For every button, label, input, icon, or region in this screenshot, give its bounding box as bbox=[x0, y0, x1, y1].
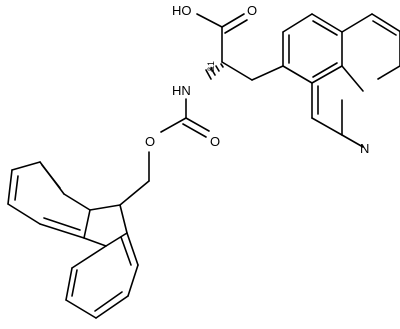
bond-f5-d bbox=[105, 232, 128, 247]
bond-iq-b2d bbox=[372, 20, 397, 36]
bonds bbox=[7, 13, 400, 319]
bond-carbamate-o-double-a bbox=[185, 117, 210, 132]
bond-iq-a3 bbox=[311, 13, 343, 33]
bond-ch2-fluorenyl bbox=[119, 180, 150, 206]
carbamate-carbonyl-oxygen-label: O bbox=[210, 134, 220, 149]
bond-fb-2 bbox=[127, 264, 139, 297]
bond-fb-3 bbox=[95, 295, 129, 319]
bond-iq-c2 bbox=[311, 117, 343, 136]
bond-fb-3d bbox=[94, 291, 123, 312]
bond-fb-5d bbox=[71, 269, 78, 297]
amine-label: HN bbox=[172, 83, 191, 98]
bond-f5-e bbox=[83, 237, 107, 247]
atom-labels: HO O &1 HN O O N bbox=[145, 3, 369, 156]
bond-alpha-ch2 bbox=[221, 61, 253, 81]
ring-nitrogen-label: N bbox=[360, 141, 369, 156]
bond-fb-5 bbox=[65, 267, 73, 301]
hydroxyl-label: HO bbox=[172, 3, 192, 18]
bond-fb-6 bbox=[71, 245, 107, 269]
stereo-hash-bond bbox=[205, 63, 224, 80]
ester-oxygen-label: O bbox=[145, 134, 155, 149]
bond-iq-a6 bbox=[282, 65, 313, 84]
bond-iq-a5 bbox=[311, 65, 343, 84]
acid-carbonyl-oxygen-label: O bbox=[247, 3, 257, 18]
bond-fa-6d bbox=[43, 217, 81, 231]
bond-f5-a bbox=[89, 204, 121, 211]
bond-carbamate-ester-o bbox=[160, 117, 187, 133]
bond-fb-1d bbox=[120, 236, 132, 266]
bond-iq-b1 bbox=[341, 13, 373, 33]
bond-ch2-ring bbox=[251, 65, 284, 81]
bond-fa-1 bbox=[63, 193, 91, 211]
bond-iq-c3 bbox=[341, 134, 364, 148]
bond-fa-4 bbox=[7, 169, 13, 205]
bond-iq-b2 bbox=[371, 13, 400, 33]
bond-f5-c bbox=[83, 209, 91, 239]
bond-cooh-ho bbox=[196, 13, 223, 28]
bond-fa-2d bbox=[41, 164, 61, 189]
bond-fa-5 bbox=[7, 203, 41, 225]
bond-carbamate-o-double-b bbox=[182, 123, 207, 138]
bond-f5-b bbox=[119, 204, 128, 234]
bond-iq-a3d bbox=[312, 20, 338, 36]
bond-cooh-co-double bbox=[224, 19, 248, 34]
bond-fa-3 bbox=[11, 161, 41, 171]
stereo-descriptor-label: &1 bbox=[206, 61, 216, 72]
bond-fa-6 bbox=[39, 223, 85, 239]
bond-fb-4 bbox=[65, 299, 97, 319]
bond-iq-a2 bbox=[282, 13, 313, 33]
bond-iq-b5 bbox=[341, 65, 364, 92]
bond-fb-1 bbox=[126, 232, 139, 266]
bond-fa-4d bbox=[14, 175, 19, 201]
bond-cooh-co bbox=[221, 13, 245, 28]
bond-iq-a5d bbox=[312, 62, 338, 78]
bond-iq-b4 bbox=[377, 65, 400, 80]
